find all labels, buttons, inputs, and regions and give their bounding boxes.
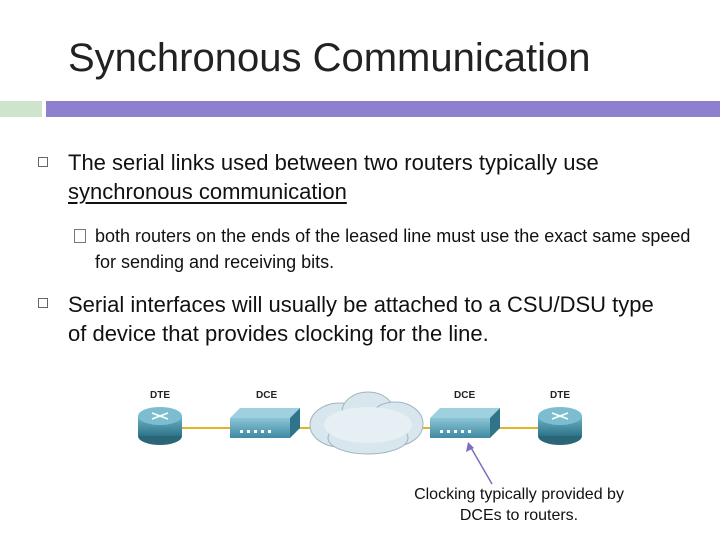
bullet-2-text: Serial interfaces will usually be attach…	[68, 292, 654, 346]
dce-device-icon-left	[230, 408, 300, 438]
device-label: DCE	[454, 390, 475, 401]
bullet-marker	[38, 157, 48, 167]
title-divider-right	[46, 101, 720, 117]
bullet-1-line2: synchronous communication	[68, 179, 347, 204]
bullet-1-text: The serial links used between two router…	[68, 148, 698, 206]
dte-router-icon-right	[538, 407, 582, 445]
serial-link-diagram: DTE DCE DCE DTE	[138, 390, 582, 485]
title-divider-left	[0, 101, 42, 117]
bullet-1-line1: The serial links used between two router…	[68, 150, 599, 175]
device-label: DCE	[256, 390, 277, 401]
bullet-marker	[38, 298, 48, 308]
device-label: DTE	[150, 390, 170, 401]
dce-device-icon-right	[430, 408, 500, 438]
callout-arrowhead	[466, 442, 474, 452]
wan-cloud-icon	[309, 391, 424, 455]
sub-bullet-marker	[74, 229, 86, 243]
device-label: DTE	[550, 390, 570, 401]
callout-arrow	[469, 445, 493, 485]
sub-bullet-text: both routers on the ends of the leased l…	[95, 226, 691, 272]
dte-router-icon-left	[138, 407, 182, 445]
diagram-caption: Clocking typically provided by DCEs to r…	[414, 486, 624, 524]
slide-title: Synchronous Communication	[68, 36, 591, 80]
